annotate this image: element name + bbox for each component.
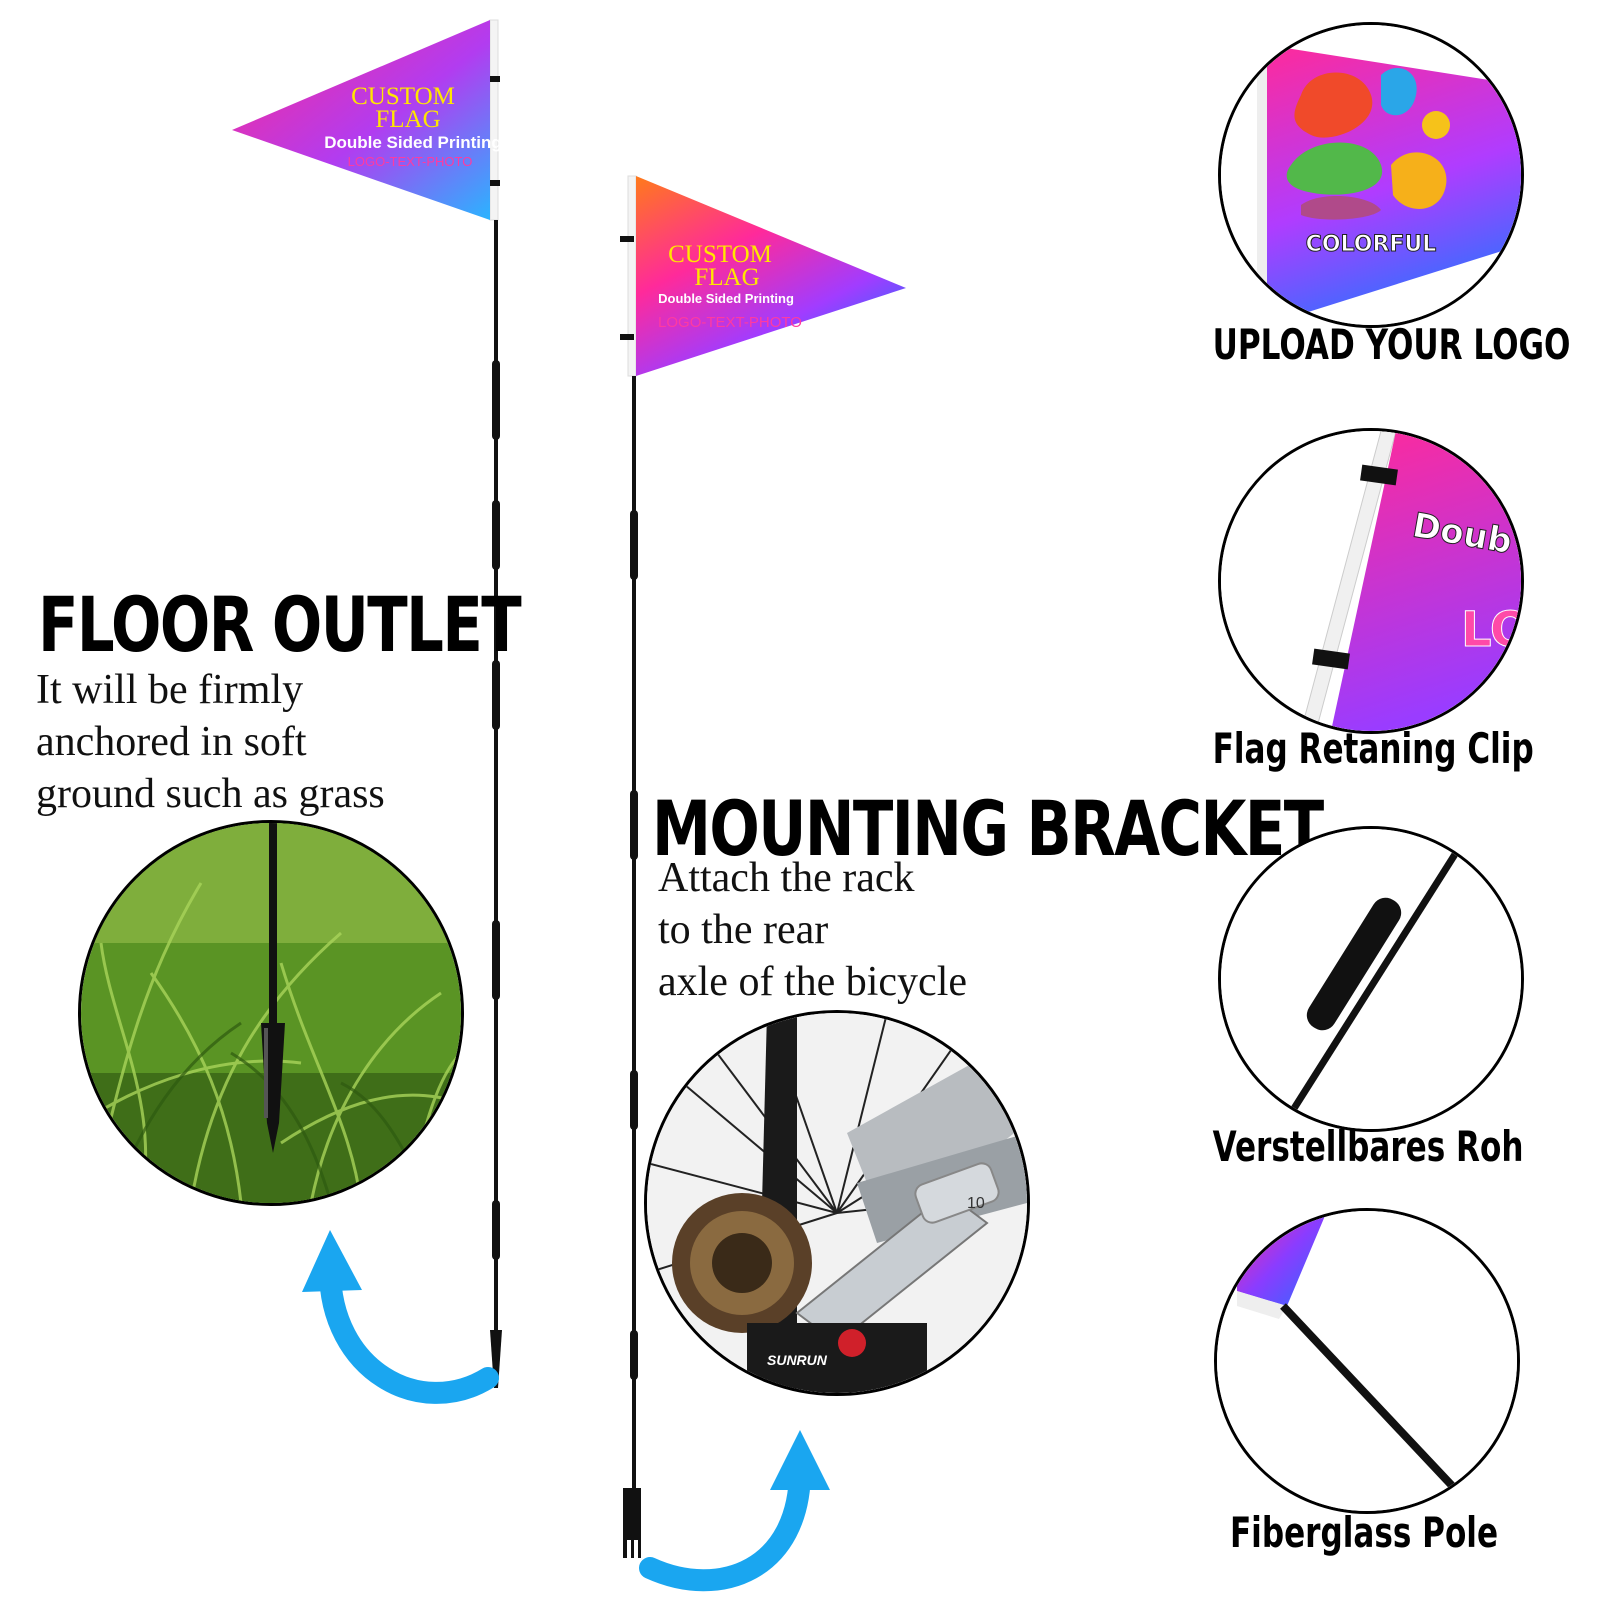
right-flag-line2: FLAG bbox=[694, 264, 759, 291]
left-flag-line1: CUSTOM bbox=[351, 83, 455, 110]
floor-outlet-description: It will be firmly anchored in soft groun… bbox=[36, 664, 385, 820]
left-flag: CUSTOM FLAG Double Sided Printing LOGO-T… bbox=[232, 20, 502, 220]
right-flag-line4: LOGO-TEXT-PHOTO bbox=[658, 314, 802, 331]
flag-clip-closeup: Doub LO bbox=[1218, 428, 1524, 734]
floor-outlet-line: anchored in soft bbox=[36, 719, 307, 765]
clip-crop-text-2: LO bbox=[1461, 602, 1521, 658]
flag-clip-image: Doub LO bbox=[1221, 431, 1521, 731]
mounting-bracket-description: Attach the rack to the rear axle of the … bbox=[658, 852, 967, 1008]
fiberglass-pole-image bbox=[1217, 1211, 1517, 1511]
floor-outlet-line: ground such as grass bbox=[36, 771, 385, 817]
grass-stake-image bbox=[81, 823, 461, 1203]
mounting-bracket-line: axle of the bicycle bbox=[658, 959, 968, 1005]
fiberglass-pole-closeup bbox=[1214, 1208, 1520, 1514]
right-flag-line3: Double Sided Printing bbox=[658, 291, 794, 306]
bike-axle-image: 10 SUNRUN bbox=[647, 1013, 1027, 1393]
feature-caption-upload-logo: UPLOAD YOUR LOGO bbox=[1212, 320, 1571, 369]
adjustable-tube-image bbox=[1221, 829, 1521, 1129]
mounting-bracket-line: Attach the rack bbox=[658, 855, 915, 901]
right-flag: CUSTOM FLAG Double Sided Printing LOGO-T… bbox=[636, 176, 906, 376]
grass-stake-closeup bbox=[78, 820, 464, 1206]
wrench-size-label: 10 bbox=[967, 1195, 985, 1212]
left-flag-line2: FLAG bbox=[375, 106, 440, 133]
feature-caption-fiberglass-pole: Fiberglass Pole bbox=[1229, 1508, 1499, 1557]
arrow-right-icon bbox=[639, 1430, 830, 1592]
colorful-badge: COLORFUL bbox=[1306, 232, 1437, 257]
feature-caption-flag-clip: Flag Retaning Clip bbox=[1212, 724, 1534, 773]
arrow-left-icon bbox=[302, 1230, 499, 1404]
mounting-bracket-line: to the rear bbox=[658, 907, 829, 953]
right-flag-line1: CUSTOM bbox=[668, 241, 772, 268]
feature-caption-adjustable-tube: Verstellbares Roh bbox=[1212, 1122, 1524, 1171]
floor-outlet-line: It will be firmly bbox=[36, 667, 304, 713]
mounting-bracket-title: MOUNTING BRACKET bbox=[652, 784, 1324, 873]
upload-logo-closeup: COLORFUL bbox=[1218, 22, 1524, 328]
left-flag-line3: Double Sided Printing bbox=[324, 133, 502, 152]
left-pole bbox=[486, 19, 502, 1388]
right-pole bbox=[620, 175, 641, 1564]
hub-brand-label: SUNRUN bbox=[767, 1352, 828, 1368]
adjustable-tube-closeup bbox=[1218, 826, 1524, 1132]
upload-logo-image: COLORFUL bbox=[1221, 25, 1521, 325]
left-flag-line4: LOGO-TEXT-PHOTO bbox=[348, 154, 473, 169]
floor-outlet-title: FLOOR OUTLET bbox=[38, 580, 522, 669]
bike-axle-closeup: 10 SUNRUN bbox=[644, 1010, 1030, 1396]
